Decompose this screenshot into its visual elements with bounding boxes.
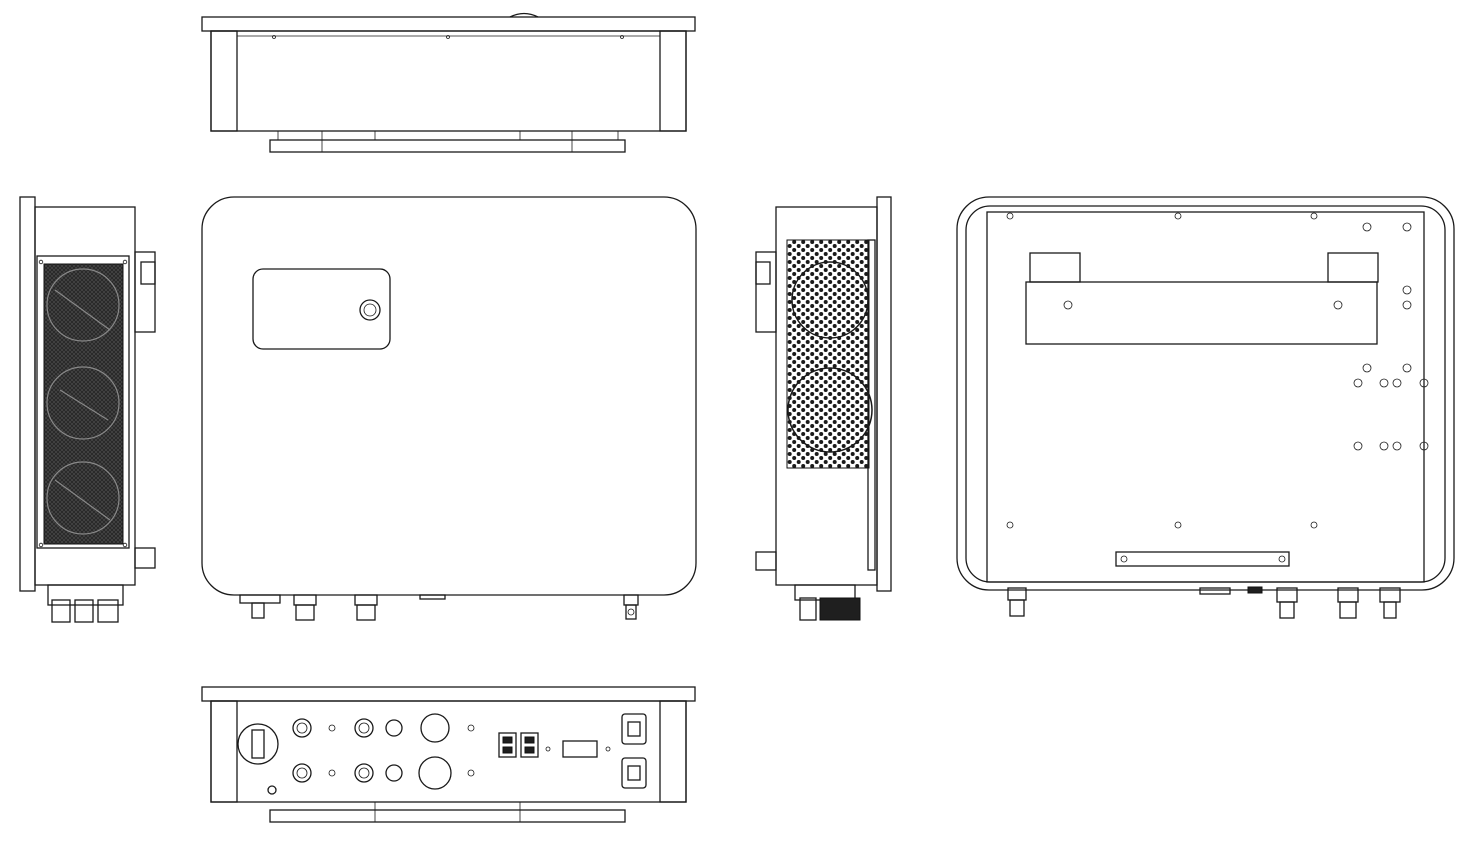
left-side-handle (134, 251, 156, 333)
right-side-handle (755, 251, 777, 333)
left-side-view (19, 196, 156, 623)
rear-plate (986, 211, 1425, 583)
bottom-body (210, 700, 687, 803)
left-side-connectors (47, 584, 124, 606)
top-right-rail (659, 30, 687, 132)
top-mount-bracket (269, 139, 626, 153)
top-knob (509, 12, 539, 18)
rear-mounting-holes (1006, 212, 1429, 529)
right-side-view (755, 196, 892, 621)
left-fan-3 (46, 461, 120, 535)
bottom-ports (292, 713, 475, 790)
rear-frame (956, 196, 1455, 591)
ac-ports (621, 713, 647, 789)
rear-view (956, 196, 1455, 619)
left-side-flange (19, 196, 36, 592)
front-panel (201, 196, 697, 596)
top-left-rail (210, 30, 238, 132)
front-display-window (252, 268, 391, 350)
rear-bottom-connectors (1007, 586, 1401, 619)
top-lid-edge (201, 16, 696, 32)
left-fan-1 (46, 268, 120, 342)
right-side-foot (755, 551, 777, 571)
communication-ports (498, 732, 611, 758)
right-fan-grille (786, 239, 870, 469)
dc-switch[interactable] (237, 723, 279, 765)
right-fan-2 (787, 367, 873, 453)
rear-lower-bracket (1115, 551, 1290, 567)
front-view (201, 196, 697, 621)
top-body (210, 30, 687, 132)
front-status-button[interactable] (359, 299, 381, 321)
left-fan-2 (46, 366, 120, 440)
top-view (201, 12, 696, 153)
bottom-view (201, 686, 696, 823)
right-side-flange (876, 196, 892, 592)
front-bottom-connectors (239, 594, 639, 621)
bottom-lid-edge (201, 686, 696, 702)
left-side-foot (134, 547, 156, 569)
bottom-mount-bracket (269, 809, 626, 823)
rear-mount-bar (1025, 281, 1378, 345)
